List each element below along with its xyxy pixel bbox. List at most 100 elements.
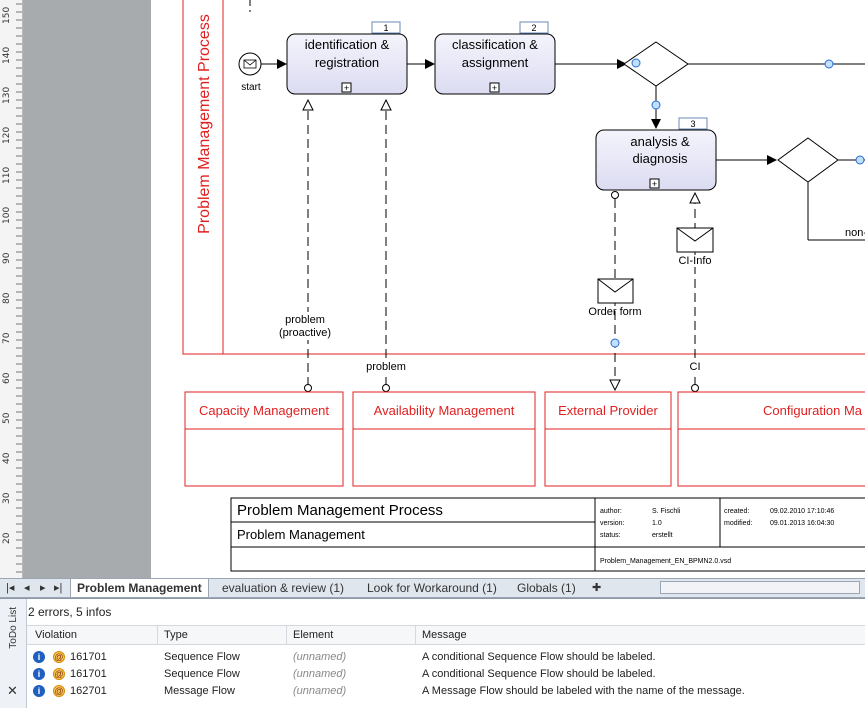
horizontal-scrollbar[interactable] (660, 581, 860, 594)
info-icon: i (33, 668, 45, 680)
table-row[interactable]: i @ 161701 Sequence Flow (unnamed) A con… (27, 649, 865, 666)
ruler-label: 90 (2, 252, 12, 264)
canvas-gutter (23, 0, 151, 578)
todo-sidebar: ToDo List ✕ (0, 599, 27, 708)
svg-text:09.02.2010 17:10:46: 09.02.2010 17:10:46 (770, 508, 834, 515)
svg-text:+: + (492, 83, 497, 93)
violation-type: Sequence Flow (164, 668, 240, 680)
svg-text:1.0: 1.0 (652, 520, 662, 527)
svg-text:erstellt: erstellt (652, 532, 673, 539)
ruler-label: 40 (2, 452, 12, 464)
info-icon: i (33, 685, 45, 697)
info-marker-icon (631, 58, 641, 68)
title-block: Problem Management Process Problem Manag… (230, 497, 865, 572)
ruler-label: 60 (2, 372, 12, 384)
column-header-violation[interactable]: Violation (35, 629, 77, 641)
subprocess-marker-icon (489, 82, 500, 93)
violation-element: (unnamed) (293, 651, 347, 663)
pool-border (182, 0, 865, 355)
todo-grid-header: Violation Type Element Message (27, 625, 865, 645)
pool-capacity-management (184, 391, 344, 487)
ruler-label: 70 (2, 332, 12, 344)
error-icon: @ (53, 668, 65, 680)
column-header-element[interactable]: Element (293, 629, 334, 641)
svg-text:Problem_Management_EN_BPMN2.0.: Problem_Management_EN_BPMN2.0.vsd (600, 558, 731, 565)
first-sheet-icon[interactable]: |◂ (6, 582, 15, 594)
ruler-label: 110 (2, 166, 12, 184)
column-header-type[interactable]: Type (164, 629, 188, 641)
svg-text:S. Fischli: S. Fischli (652, 508, 681, 515)
svg-text:+: + (652, 179, 657, 189)
vertical-ruler: 150 140 130 120 110 100 90 80 70 60 50 4… (0, 0, 23, 578)
flow-label: Order form (588, 306, 641, 318)
info-marker-icon (610, 338, 620, 348)
close-icon[interactable]: ✕ (7, 683, 18, 698)
violation-id: 161701 (70, 651, 107, 663)
info-marker-icon (855, 155, 865, 165)
tab-globals[interactable]: Globals (1) (517, 581, 576, 595)
ruler-label: 50 (2, 412, 12, 424)
task-label: classification & (452, 37, 538, 52)
svg-text:Configuration Ma: Configuration Ma (763, 403, 863, 418)
info-icon: i (33, 651, 45, 663)
last-sheet-icon[interactable]: ▸| (54, 582, 63, 594)
task-number: 3 (690, 119, 695, 129)
ruler-label: 120 (2, 126, 12, 144)
violation-message: A conditional Sequence Flow should be la… (422, 668, 656, 680)
error-icon: @ (53, 685, 65, 697)
ruler-label: 30 (2, 492, 12, 504)
error-icon: @ (53, 651, 65, 663)
ruler-label: 150 (2, 6, 12, 24)
svg-text:+: + (344, 83, 349, 93)
task-label: diagnosis (633, 151, 688, 166)
flow-label: non- (845, 227, 865, 239)
flow-label: CI-Info (678, 255, 711, 267)
task-label: analysis & (630, 134, 690, 149)
svg-text:status:: status: (600, 532, 621, 539)
flow-label: problem (285, 314, 325, 326)
svg-text:09.01.2013 16:04:30: 09.01.2013 16:04:30 (770, 520, 834, 527)
ruler-label: 100 (2, 206, 12, 224)
violation-id: 161701 (70, 668, 107, 680)
table-row[interactable]: i @ 161701 Sequence Flow (unnamed) A con… (27, 666, 865, 683)
ruler-label: 130 (2, 86, 12, 104)
violation-message: A Message Flow should be labeled with th… (422, 685, 745, 697)
task-label: registration (315, 55, 379, 70)
ruler-label: 80 (2, 292, 12, 304)
svg-text:created:: created: (724, 508, 749, 515)
tab-look-for-workaround[interactable]: Look for Workaround (1) (367, 581, 497, 595)
pool-label: Problem Management Process (196, 14, 213, 234)
violation-element: (unnamed) (293, 685, 347, 697)
table-row[interactable]: i @ 162701 Message Flow (unnamed) A Mess… (27, 683, 865, 700)
next-sheet-icon[interactable]: ▸ (40, 582, 46, 594)
violation-element: (unnamed) (293, 668, 347, 680)
prev-sheet-icon[interactable]: ◂ (24, 582, 30, 594)
flow-label: CI (690, 361, 701, 373)
column-header-message[interactable]: Message (422, 629, 467, 641)
task-label: identification & (305, 37, 390, 52)
bpmn-diagram: Problem Management Process start 1 ident… (182, 0, 865, 572)
pool-configuration-management (677, 391, 865, 487)
gateway-2 (777, 137, 839, 183)
sheet-tab-bar: |◂ ◂ ▸ ▸| Problem Management evaluation … (0, 578, 865, 598)
task-number-badge (678, 117, 708, 130)
ruler-label: 140 (2, 46, 12, 64)
svg-text:Capacity Management: Capacity Management (199, 403, 329, 418)
tab-problem-management[interactable]: Problem Management (70, 579, 209, 598)
ruler-ticks (16, 3, 22, 573)
task-label: assignment (462, 55, 529, 70)
title-block-subtitle: Problem Management (237, 527, 365, 542)
svg-text:modified:: modified: (724, 520, 752, 527)
flow-label: (proactive) (279, 327, 331, 339)
flow-label: problem (366, 361, 406, 373)
svg-text:author:: author: (600, 508, 622, 515)
info-marker-icon (651, 100, 661, 110)
todo-summary: 2 errors, 5 infos (28, 605, 112, 619)
violation-message: A conditional Sequence Flow should be la… (422, 651, 656, 663)
svg-text:Availability Management: Availability Management (374, 403, 515, 418)
insert-sheet-icon[interactable]: ✚ (592, 582, 602, 594)
task-number-badge (371, 21, 401, 34)
envelope-icon (243, 59, 257, 69)
tab-evaluation-review[interactable]: evaluation & review (1) (222, 581, 345, 595)
diagram-canvas[interactable]: Problem Management Process start 1 ident… (151, 0, 865, 578)
